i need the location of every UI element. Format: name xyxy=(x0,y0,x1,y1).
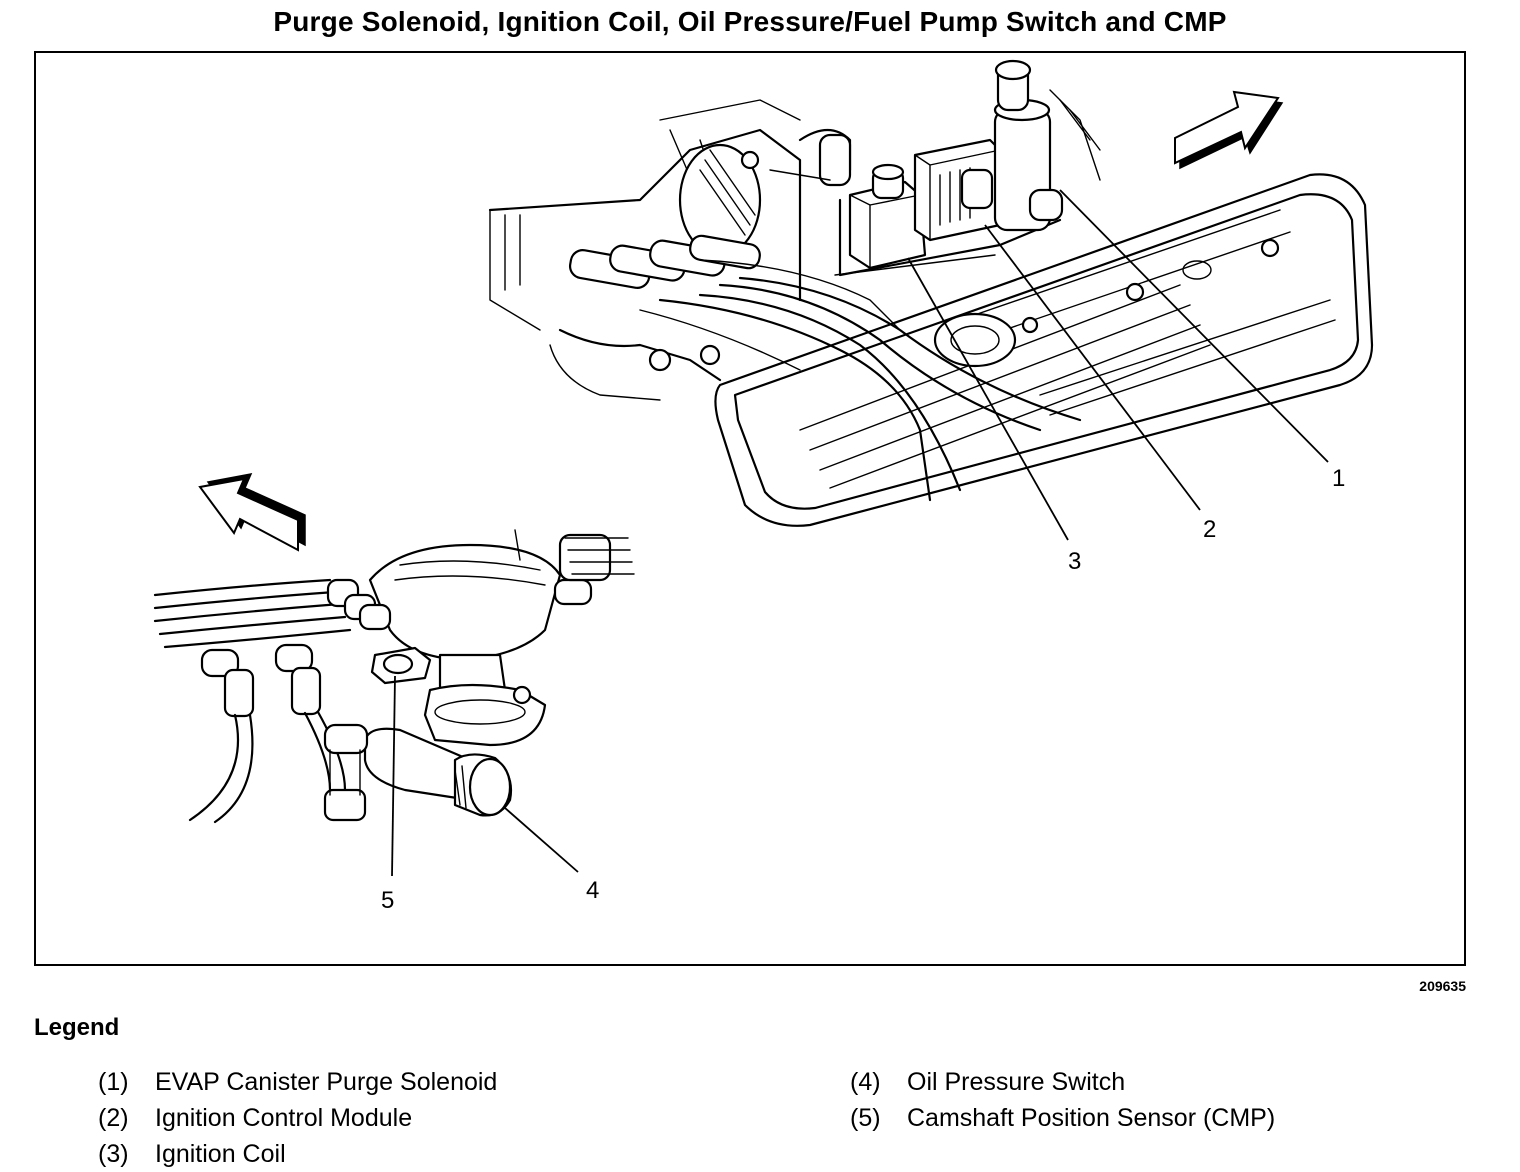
upper-engine-components xyxy=(488,99,1082,502)
forward-arrow-icon-upper xyxy=(1174,90,1284,170)
figure-frame xyxy=(34,51,1466,966)
legend-number: (4) xyxy=(850,1068,881,1096)
page-title: Purge Solenoid, Ignition Coil, Oil Press… xyxy=(273,6,1227,37)
upper-callout-leaders xyxy=(907,189,1329,541)
lower-callout-leaders xyxy=(391,675,579,877)
figure-number: 209635 xyxy=(1419,978,1466,994)
coil-and-module-assembly xyxy=(834,59,1101,277)
legend-label: Ignition Control Module xyxy=(155,1104,413,1132)
legend-heading: Legend xyxy=(34,1014,120,1041)
legend-label: EVAP Canister Purge Solenoid xyxy=(155,1068,498,1096)
callout-3: 3 xyxy=(1068,548,1081,575)
legend-item: (4) Oil Pressure Switch xyxy=(850,1064,1275,1100)
valve-cover xyxy=(714,173,1374,527)
callout-2: 2 xyxy=(1203,516,1216,543)
legend-item: (3) Ignition Coil xyxy=(98,1136,497,1172)
legend-column-left: (1) EVAP Canister Purge Solenoid (2) Ign… xyxy=(98,1064,497,1172)
legend-label: Oil Pressure Switch xyxy=(907,1068,1126,1096)
callout-1: 1 xyxy=(1332,465,1345,492)
legend-item: (1) EVAP Canister Purge Solenoid xyxy=(98,1064,497,1100)
legend-label: Camshaft Position Sensor (CMP) xyxy=(907,1104,1276,1132)
legend-number: (2) xyxy=(98,1104,129,1132)
legend-column-right: (4) Oil Pressure Switch (5) Camshaft Pos… xyxy=(850,1064,1275,1136)
legend-item: (2) Ignition Control Module xyxy=(98,1100,497,1136)
forward-arrow-icon-lower xyxy=(198,473,306,552)
legend-item: (5) Camshaft Position Sensor (CMP) xyxy=(850,1100,1275,1136)
legend-number: (1) xyxy=(98,1068,129,1096)
legend-label: Ignition Coil xyxy=(155,1140,286,1168)
callout-4: 4 xyxy=(586,877,599,904)
legend-number: (5) xyxy=(850,1104,881,1132)
lower-distributor-assembly xyxy=(153,529,635,824)
callout-5: 5 xyxy=(381,887,394,914)
legend-number: (3) xyxy=(98,1140,129,1168)
